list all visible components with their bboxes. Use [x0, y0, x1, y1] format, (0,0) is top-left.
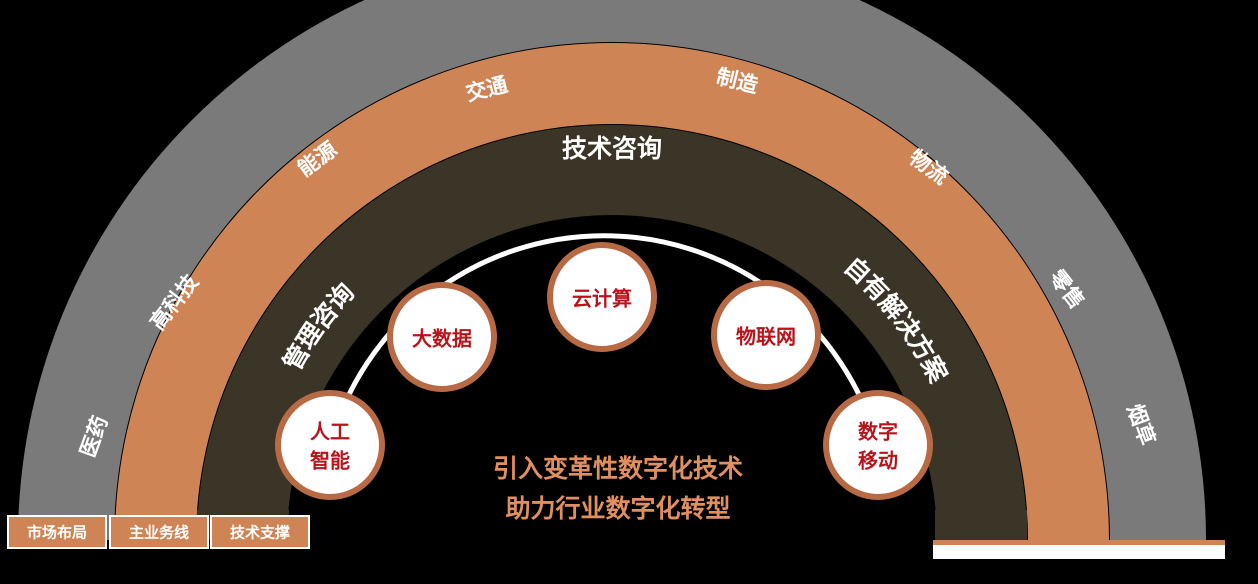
legend-main-business-label: 主业务线 — [129, 524, 189, 542]
legend-market-box — [7, 515, 107, 549]
tech-node-iot[interactable]: 物联网 — [711, 280, 821, 390]
top-consulting-label: 技术咨询 — [562, 134, 662, 163]
center-message: 引入变革性数字化技术 助力行业数字化转型 — [493, 454, 743, 523]
tech-node-label: 物联网 — [736, 325, 796, 349]
arc-bands — [18, 0, 1225, 559]
tech-node-cloud[interactable]: 云计算 — [547, 242, 657, 352]
node-connector — [327, 233, 881, 446]
tech-node-circle — [387, 282, 497, 392]
legend: 市场布局 主业务线 技术支撑 — [7, 515, 310, 549]
tech-node-label: 云计算 — [572, 287, 632, 311]
legend-tech-support-box — [210, 515, 310, 549]
tech-node-circle — [711, 280, 821, 390]
tech-node-ai[interactable]: 人工 智能 — [275, 390, 385, 500]
outer-gray-band — [18, 0, 1206, 540]
tech-node-circle — [275, 390, 385, 500]
tech-node-label: 移动 — [858, 449, 898, 473]
tech-node-label: 人工 — [310, 420, 350, 444]
right-base-white-strip — [933, 545, 1225, 559]
center-line-2: 助力行业数字化转型 — [505, 494, 730, 523]
tech-node-circle — [823, 390, 933, 500]
right-base-orange-edge — [933, 540, 1225, 545]
inner-olive-right-base — [935, 510, 1027, 540]
tech-node-label: 智能 — [310, 449, 350, 473]
legend-market-label: 市场布局 — [27, 524, 87, 542]
tech-node-label: 大数据 — [412, 327, 472, 351]
legend-main-business-box — [109, 515, 209, 549]
connector-arc — [327, 233, 881, 446]
legend-tech-support-label: 技术支撑 — [230, 524, 290, 542]
inner-olive-band — [197, 125, 1027, 540]
tech-nodes: 人工 智能 大数据 云计算 物联网 数字 移动 — [275, 242, 933, 500]
middle-orange-band — [115, 43, 1109, 540]
tech-node-big-data[interactable]: 大数据 — [387, 282, 497, 392]
tech-node-digital-mobile[interactable]: 数字 移动 — [823, 390, 933, 500]
tech-node-label: 数字 — [858, 420, 898, 444]
tech-node-circle — [547, 242, 657, 352]
center-line-1: 引入变革性数字化技术 — [493, 454, 743, 483]
